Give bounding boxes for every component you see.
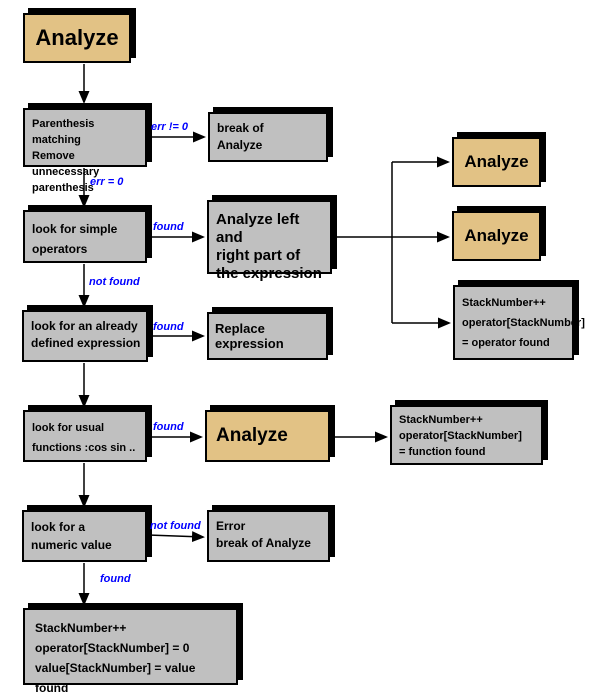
edge-label-found-defined: found — [153, 321, 184, 333]
edge-label-err-neq: err != 0 — [151, 121, 188, 133]
node-line: StackNumber++ — [462, 297, 546, 309]
node-line: parenthesis — [32, 182, 94, 194]
node-line: operator[StackNumber] = 0 — [35, 641, 190, 655]
node-label: Replace expression — [215, 321, 284, 351]
edge-label-not-found-numeric: not found — [150, 520, 201, 532]
edge-label-err-eq: err = 0 — [90, 176, 124, 188]
node-label: Analyze — [464, 226, 529, 245]
node-line: defined expression — [31, 336, 141, 350]
node-look-numeric-value: look for a numeric value — [22, 510, 147, 562]
node-line: operator[StackNumber] — [462, 317, 585, 329]
edge-label-found-simple: found — [153, 221, 184, 233]
node-analyze-left-right: Analyze left and right part of the expre… — [207, 200, 332, 282]
node-line: = operator found — [462, 337, 550, 349]
node-line: look for usual — [32, 422, 105, 434]
edge-label-found-numeric: found — [100, 573, 131, 585]
node-function-found: StackNumber++ operator[StackNumber] = fu… — [390, 405, 543, 465]
node-line: Analyze left and — [216, 211, 300, 246]
node-label: Analyze — [216, 425, 288, 446]
node-line: StackNumber++ — [399, 414, 483, 426]
node-analyze-mid: Analyze — [205, 410, 330, 462]
node-line: functions :cos sin .. — [32, 442, 136, 454]
node-line: break of — [217, 121, 264, 135]
node-parenthesis-matching: Parenthesis matching Remove unnecessary … — [23, 108, 147, 194]
node-line: operators — [32, 242, 88, 256]
node-line: Error — [216, 519, 246, 533]
node-line: Analyze — [217, 138, 263, 152]
node-analyze-recursive-2: Analyze — [452, 211, 541, 261]
edge-label-not-found-simple: not found — [89, 276, 140, 288]
node-line: look for simple — [32, 222, 118, 236]
node-operator-found: StackNumber++ operator[StackNumber] = op… — [453, 285, 585, 360]
node-analyze-top: Analyze — [23, 13, 131, 63]
node-look-usual-functions: look for usual functions :cos sin .. — [23, 410, 147, 462]
node-line: look for a — [31, 520, 86, 534]
node-line: break of Analyze — [216, 536, 311, 550]
node-label: Analyze — [35, 25, 119, 50]
edge-numeric-to-error — [147, 531, 205, 543]
node-line: numeric value — [31, 538, 112, 552]
edge-label-found-funcs: found — [153, 421, 184, 433]
node-look-defined-expression: look for an already defined expression — [22, 310, 148, 362]
node-line: Remove unnecessary — [32, 150, 100, 178]
node-value-found: StackNumber++ operator[StackNumber] = 0 … — [23, 608, 238, 694]
node-error-break: Error break of Analyze — [207, 510, 330, 562]
node-line: operator[StackNumber] — [399, 430, 522, 442]
node-look-simple-operators: look for simple operators — [23, 210, 147, 263]
node-line: = function found — [399, 446, 486, 458]
node-line: StackNumber++ — [35, 621, 127, 635]
node-label: Analyze — [464, 152, 529, 171]
node-analyze-recursive-1: Analyze — [452, 137, 541, 187]
node-line: right part of — [216, 247, 301, 264]
node-break-of-analyze: break of Analyze — [208, 112, 328, 162]
node-line: value[StackNumber] = value found — [35, 661, 196, 694]
node-replace-expression: Replace expression — [207, 312, 328, 360]
node-line: look for an already — [31, 319, 138, 333]
node-line: the expression — [216, 265, 322, 282]
node-line: Parenthesis matching — [32, 118, 95, 146]
